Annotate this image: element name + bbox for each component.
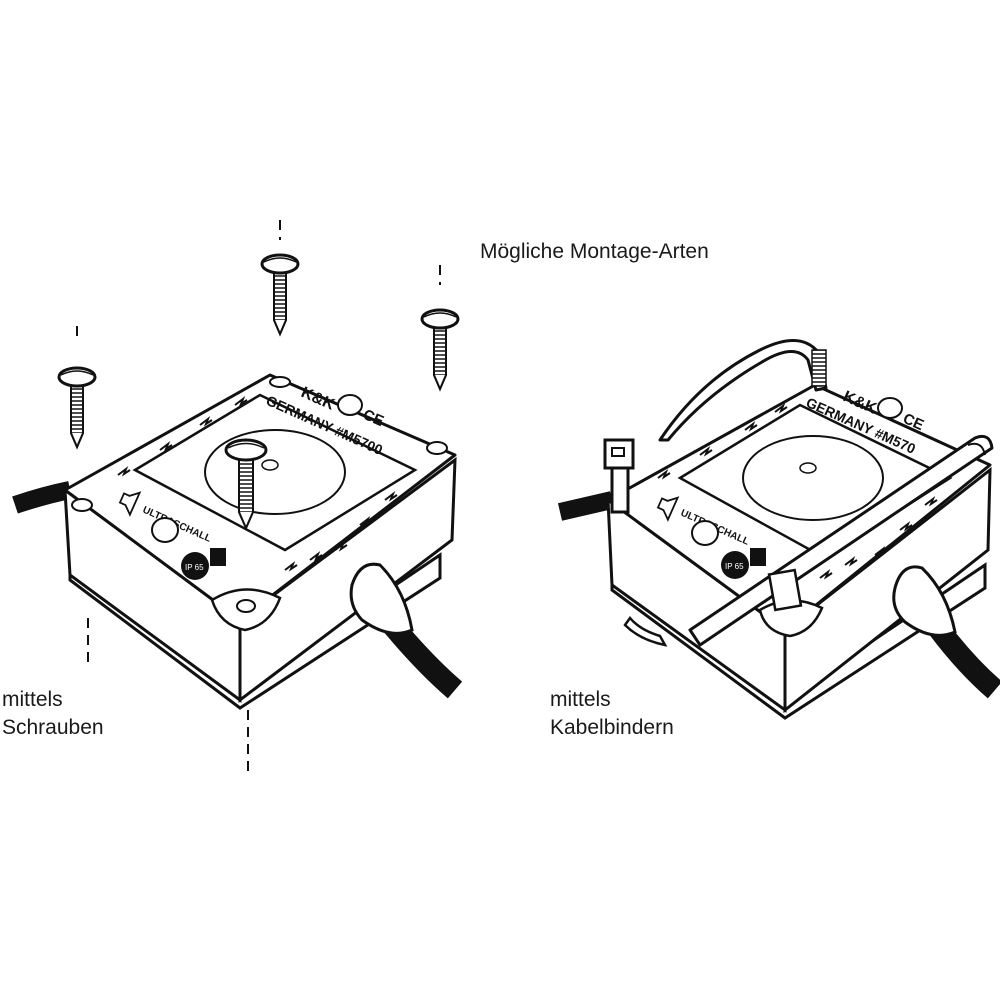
speaker-icon <box>118 491 142 517</box>
caption-cable-ties: mittels Kabelbindern <box>550 686 674 742</box>
ip-rating-2: IP 65 <box>725 562 744 571</box>
caption-cable-ties-line1: mittels <box>550 688 611 711</box>
diagram-title: Mögliche Montage-Arten <box>480 240 709 263</box>
caption-screws-line1: mittels <box>2 688 63 711</box>
cable-tie-diagonal <box>688 434 994 647</box>
ip65-badge-icon-2 <box>721 551 749 579</box>
device-cable-ties: K&K GERMANY #M570 CE ULTRASCHALL IP 65 <box>557 339 1000 720</box>
cable-left-in <box>12 481 72 514</box>
speaker-icon-2 <box>656 496 680 522</box>
cable-right-in <box>557 491 614 521</box>
ip65-badge-icon <box>181 552 209 580</box>
cable-tie-icon <box>658 339 828 442</box>
caption-screws-line2: Schrauben <box>2 716 104 739</box>
device-screws: K&K GERMANY #M5700 CE ULTRASCHALL IP 65 <box>12 220 463 775</box>
led-indicator <box>337 394 363 416</box>
cable-gland <box>349 562 414 635</box>
display-window <box>132 393 418 552</box>
ip-rating: IP 65 <box>185 563 204 572</box>
cable-tie-head <box>603 438 635 514</box>
caption-cable-ties-line2: Kabelbindern <box>550 716 674 739</box>
caption-screws: mittels Schrauben <box>2 686 104 742</box>
